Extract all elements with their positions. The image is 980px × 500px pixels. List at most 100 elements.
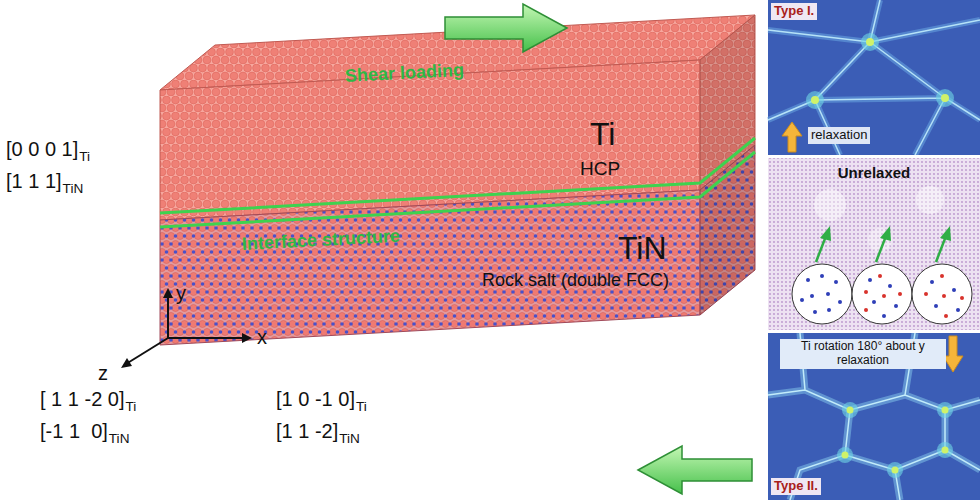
type1-panel-part-part	[936, 89, 954, 107]
ti-atoms-part	[940, 274, 944, 278]
miller-index: [-1 1 0]	[40, 420, 108, 443]
miller-index: [ 1 1 -2 0]	[40, 388, 125, 411]
type2-panel-part	[837, 402, 953, 478]
type2-panel-part	[768, 333, 980, 500]
type2-panel-part-part	[892, 467, 899, 474]
node-text: relaxation	[808, 127, 870, 144]
axis-head	[242, 333, 252, 343]
ti-atoms	[864, 274, 964, 318]
ti-atoms-part	[960, 296, 964, 300]
type2-panel-part-part	[942, 447, 949, 454]
node-title: Ti	[590, 116, 615, 153]
rotation-arrows-part	[936, 236, 946, 262]
axis-label: x	[257, 326, 267, 349]
phase-subscript: TiN	[109, 431, 130, 447]
type1-panel-part-part	[866, 38, 874, 46]
interface-line	[160, 152, 755, 227]
interface-line	[160, 138, 755, 213]
type1-panel-part	[768, 0, 980, 155]
type1-panel-part-part	[768, 0, 980, 155]
n-atoms-part	[826, 292, 830, 296]
miller-index: [0 0 0 1]	[6, 138, 78, 161]
n-atoms-part	[894, 304, 898, 308]
rotation-arrows-part	[876, 236, 886, 262]
type2-panel-part-part	[937, 442, 953, 458]
ti-atoms-part	[864, 308, 868, 312]
type1-panel-part	[806, 33, 954, 109]
x-axis	[168, 337, 244, 339]
rotation-arrows-part	[940, 226, 951, 241]
node-text: Type II.	[771, 478, 821, 495]
unrelaxed-panel	[768, 158, 980, 330]
type2-panel-part-part	[847, 407, 854, 414]
phase-subscript: Ti	[126, 399, 137, 415]
phase-subscript: TiN	[63, 181, 84, 197]
rotation-arrows-part	[880, 226, 891, 241]
panel-gaps-part	[768, 330, 980, 333]
n-atoms-part	[838, 300, 842, 304]
rotation-arrows-part	[816, 236, 826, 262]
tin-layer: TiN Rock salt (double FCC)	[160, 196, 700, 316]
type2-panel-part-part	[768, 333, 980, 500]
type1-panel: Type I.relaxation	[768, 0, 980, 155]
ti-atoms-part	[878, 274, 882, 278]
shear-arrow	[638, 446, 752, 494]
type2-panel-part-part	[842, 452, 849, 459]
axis-label: z	[98, 362, 108, 385]
n-atoms-part	[810, 294, 814, 298]
n-atoms-part	[872, 300, 876, 304]
phase-subscript: Ti	[356, 399, 367, 415]
n-atoms-part	[956, 308, 960, 312]
interface-lines	[160, 138, 755, 227]
n-atoms-part	[806, 278, 810, 282]
type2-panel	[768, 333, 980, 500]
node-text: HCP	[580, 158, 620, 180]
miller-index: [1 1 -2]	[276, 420, 338, 443]
unrelaxed-panel-part	[768, 158, 980, 330]
rotation-arrows	[816, 226, 951, 262]
tin-side-face	[700, 145, 755, 315]
relaxation-arrow	[943, 336, 963, 372]
n-atoms-part	[827, 308, 831, 312]
tin-side-shade	[700, 145, 755, 315]
type2-panel: Ti rotation 180° about y relaxationType …	[768, 333, 980, 500]
atom-circles	[792, 264, 972, 324]
type1-panel-part-part	[941, 94, 949, 102]
axis-label: y	[176, 282, 186, 305]
shear-arrow	[445, 4, 567, 52]
relaxation-arrow	[782, 122, 802, 152]
n-atoms-part	[868, 278, 872, 282]
y-axis	[167, 296, 169, 338]
type1-panel-part	[768, 0, 980, 155]
node-text: Rock salt (double FCC)	[482, 270, 669, 291]
ti-atoms-part	[882, 294, 886, 298]
n-atoms-part	[813, 310, 817, 314]
rotation-arrows-part	[820, 226, 831, 241]
node-title: Ti rotation 180° about y relaxation	[780, 339, 946, 369]
ti-tin-block	[160, 15, 755, 345]
ti-atoms-part	[924, 292, 928, 296]
type1-panel-part	[768, 0, 980, 155]
n-atoms-part	[888, 284, 892, 288]
node-title: Unrelaxed	[838, 164, 911, 181]
ti-atoms-part	[942, 294, 946, 298]
atom-circles-part	[792, 264, 852, 324]
axis-head	[121, 358, 132, 368]
n-atoms-part	[934, 304, 938, 308]
type2-panel-part-part	[768, 333, 980, 500]
type1-panel	[768, 0, 980, 155]
n-atoms-part	[952, 288, 956, 292]
ti-atoms-part	[864, 290, 868, 294]
phase-subscript: Ti	[79, 149, 90, 165]
type1-panel-part-part	[861, 33, 879, 51]
type2-panel-part-part	[887, 462, 903, 478]
atom-circles-part	[852, 264, 912, 324]
type2-panel-part-part	[942, 407, 949, 414]
node-title: TiN	[618, 230, 667, 267]
panel-gaps	[768, 157, 980, 332]
axes	[121, 288, 252, 368]
type2-panel-part	[768, 333, 980, 500]
type1-panel-part-part	[768, 0, 980, 155]
type2-panel-part-part	[837, 447, 853, 463]
